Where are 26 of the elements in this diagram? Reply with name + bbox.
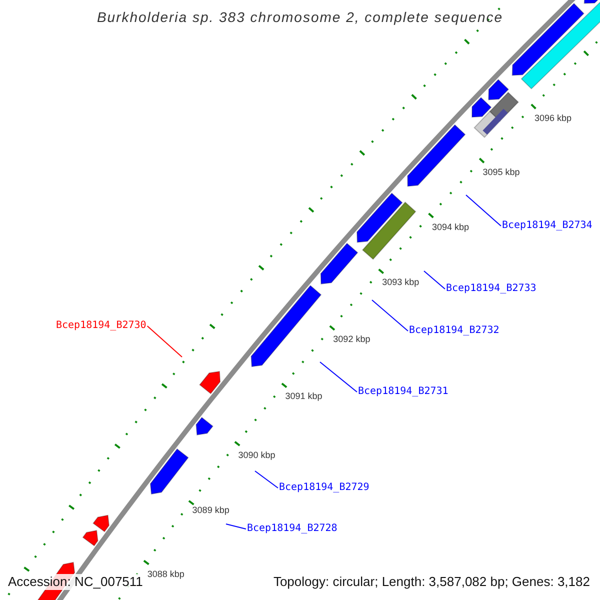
tick-label: 3093 kbp [382,277,420,288]
gene-label: Bcep18194_B2731 [358,386,448,398]
tick-label: 3095 kbp [482,166,520,177]
tick-label: 3096 kbp [534,112,572,122]
gene-label: Bcep18194_B2729 [279,482,370,494]
leader-line [146,326,182,358]
tick-label: 3092 kbp [333,334,370,344]
leader-line [254,470,278,488]
gene-label: Bcep18194_B2734 [502,220,592,232]
tick-label: 3091 kbp [285,391,322,402]
accession-text: Accession: NC_007511 [7,574,144,590]
gene-label: Bcep18194_B2728 [247,523,338,535]
tick-label: 3094 kbp [432,222,470,232]
gene-label: Bcep18194_B2730 [56,320,146,332]
gene-label: Bcep18194_B2732 [409,325,500,337]
leader-line [424,270,446,290]
tick-label: 3088 kbp [147,568,184,579]
leader-line [226,524,246,530]
leader-line [320,362,358,392]
tick-label: 3089 kbp [192,504,230,515]
tick-label: 3090 kbp [238,450,276,460]
summary-text: Topology: circular; Length: 3,587,082 bp; Genes: 3,182 [272,574,591,590]
gene-label: Bcep18194_B2733 [446,283,536,295]
leader-line [466,194,502,226]
map-title: Burkholderia sp. 383 chromosome 2, complete sequence [96,9,504,25]
leader-line [372,300,408,332]
